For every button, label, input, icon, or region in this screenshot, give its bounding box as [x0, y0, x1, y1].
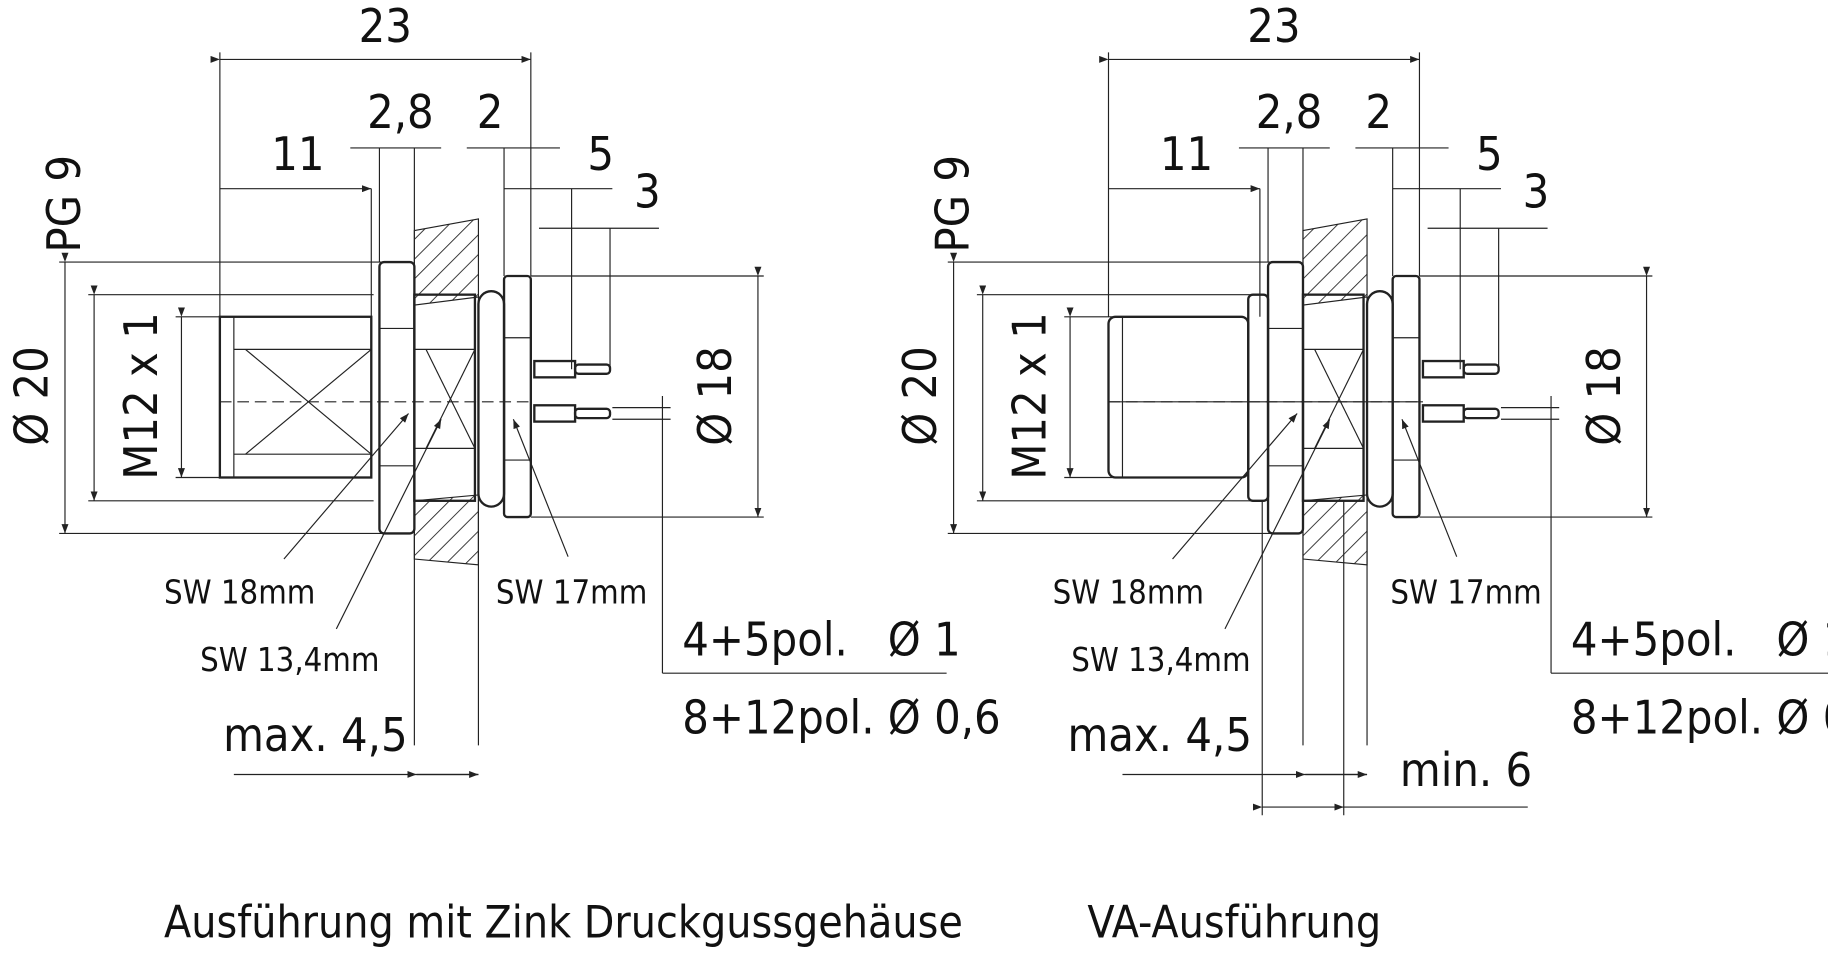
dim-2: 2	[477, 85, 504, 139]
label-pol-8-12: 8+12pol. Ø 0,6	[1571, 691, 1828, 745]
dim-m12: M12 x 1	[1003, 312, 1057, 480]
dim-23: 23	[1247, 0, 1300, 53]
label-sw17: SW 17mm	[496, 573, 647, 611]
dim-pg9: PG 9	[37, 155, 91, 253]
label-sw18: SW 18mm	[164, 573, 315, 611]
dim-11: 11	[1160, 127, 1213, 181]
right-drawing: 23 11 2,8 2 5 3 PG 9 Ø 20 M12 x 1 Ø 18 S…	[893, 0, 1828, 949]
dim-m12: M12 x 1	[114, 312, 168, 480]
dim-2-8: 2,8	[367, 85, 434, 139]
dim-11: 11	[271, 127, 324, 181]
label-sw18: SW 18mm	[1053, 573, 1204, 611]
dim-5: 5	[1476, 127, 1503, 181]
caption-zinc: Ausführung mit Zink Druckgussgehäuse	[164, 898, 963, 949]
dim-2-8: 2,8	[1256, 85, 1323, 139]
dim-23: 23	[359, 0, 412, 53]
dim-diameter-18: Ø 18	[688, 346, 742, 446]
left-drawing: 23 11 2,8 2 5 3 PG 9 Ø 20 M12 x 1 Ø 18 S…	[5, 0, 1001, 949]
dim-3: 3	[634, 164, 661, 218]
dim-2: 2	[1365, 85, 1392, 139]
dim-diameter-20: Ø 20	[5, 346, 59, 446]
dim-min-6: min. 6	[1400, 743, 1532, 797]
label-sw13-4: SW 13,4mm	[1071, 641, 1250, 679]
label-pol-8-12: 8+12pol. Ø 0,6	[682, 691, 1000, 745]
label-sw17: SW 17mm	[1390, 573, 1541, 611]
dim-pg9: PG 9	[926, 155, 980, 253]
left-thread-body	[218, 315, 373, 479]
right-thread-body	[1107, 293, 1423, 502]
dim-3: 3	[1523, 164, 1550, 218]
dim-max-4-5: max. 4,5	[223, 708, 408, 762]
caption-va: VA-Ausführung	[1087, 898, 1381, 949]
label-pol-4-5: 4+5pol. Ø 1	[682, 613, 960, 667]
label-sw13-4: SW 13,4mm	[200, 641, 379, 679]
label-pol-4-5: 4+5pol. Ø 1	[1571, 613, 1828, 667]
dim-max-4-5: max. 4,5	[1067, 708, 1252, 762]
dim-diameter-18: Ø 18	[1577, 346, 1631, 446]
dim-5: 5	[587, 127, 614, 181]
dim-diameter-20: Ø 20	[893, 346, 947, 446]
